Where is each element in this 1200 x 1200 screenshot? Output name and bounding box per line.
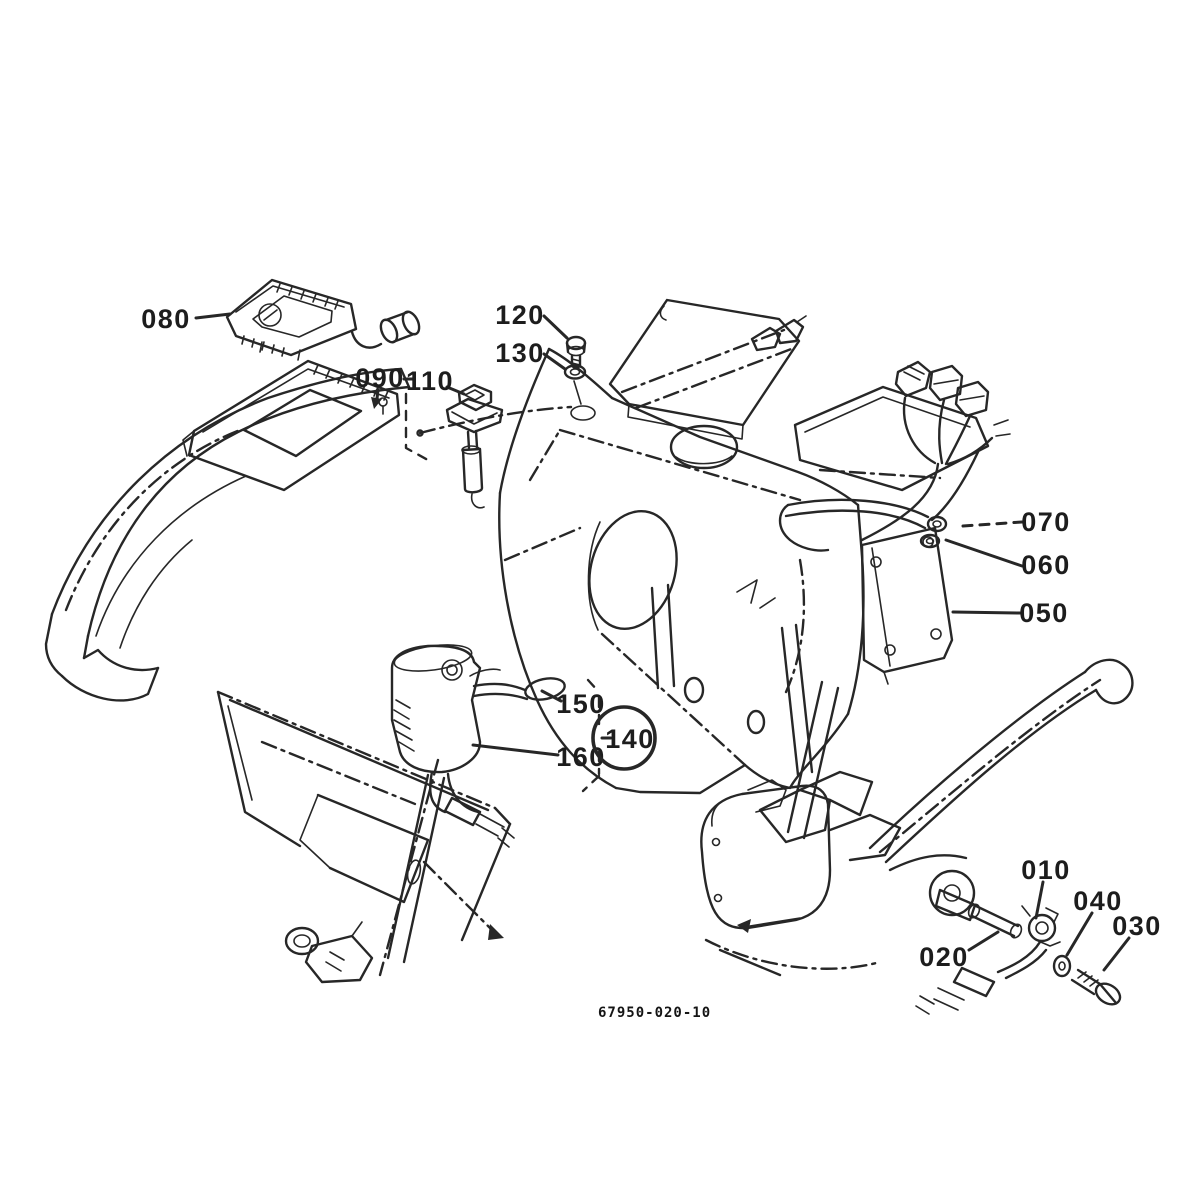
bolt-030-part (1070, 968, 1122, 1006)
meter-panel-080-part (225, 278, 421, 361)
drawing-number: 67950-020-10 (598, 1005, 711, 1021)
callout-080-label: 080 (141, 304, 191, 334)
lever-arm (868, 658, 1134, 864)
callout-110: 110 (402, 366, 466, 462)
washer-040-part (1052, 954, 1072, 978)
callout-160: 160 (471, 742, 606, 772)
callout-110-label: 110 (406, 366, 454, 396)
callout-120: 120 (495, 300, 569, 340)
nut-070-part (926, 515, 948, 533)
callout-130: 130 (495, 338, 567, 371)
callout-010: 010 (1021, 855, 1071, 920)
callout-160-label: 160 (556, 742, 606, 772)
callout-020: 020 (919, 930, 1000, 972)
callout-010-label: 010 (1021, 855, 1071, 885)
harness-connector-3 (954, 380, 990, 418)
switch-110-part (445, 383, 504, 509)
transmission-case (700, 680, 976, 977)
callout-150-label: 150 (556, 689, 606, 719)
callout-150: 150 (540, 689, 606, 719)
callout-140: 140 (581, 678, 657, 793)
top-cover-part (608, 298, 807, 440)
cover-connector (750, 315, 807, 352)
callout-060-label: 060 (1021, 550, 1071, 580)
steering-shaft (378, 758, 446, 977)
callout-120-label: 120 (495, 300, 545, 330)
callout-050-label: 050 (1019, 598, 1069, 628)
left-fender (44, 367, 411, 702)
callout-030: 030 (1102, 911, 1162, 972)
cable-connectors (915, 940, 1048, 1015)
callouts: 080 090 110 120 130 070 060 (141, 300, 1162, 1021)
support-rail (778, 498, 930, 552)
meter-cable-connector (379, 310, 421, 344)
callout-070-label: 070 (1021, 507, 1071, 537)
callout-130-label: 130 (495, 338, 545, 368)
shaft-bracket (284, 921, 374, 984)
washer-130-part (563, 364, 596, 421)
callout-020-label: 020 (919, 942, 969, 972)
callout-090-label: 090 (355, 363, 405, 393)
ignition-switch-assembly-150-160 (390, 644, 566, 848)
callout-030-label: 030 (1112, 911, 1162, 941)
joint-010-part (1021, 905, 1061, 947)
callout-070: 070 (961, 507, 1071, 537)
dash-frame-090-part (182, 359, 401, 492)
wire-harness (860, 360, 1011, 542)
callout-140-label: 140 (605, 724, 655, 754)
rod-020-part (934, 888, 1023, 939)
bracket-050-part (860, 526, 954, 685)
harness-connector-2 (928, 364, 964, 402)
harness-connector-1 (894, 360, 932, 398)
callout-060: 060 (944, 538, 1071, 580)
callout-050: 050 (951, 598, 1069, 628)
callout-090: 090 (355, 363, 405, 409)
callout-040-label: 040 (1073, 886, 1123, 916)
main-cowl (416, 347, 865, 795)
highlight-circle-140 (591, 705, 657, 771)
callout-040: 040 (1065, 886, 1123, 957)
callout-080: 080 (141, 304, 232, 334)
lower-dash-panel (216, 690, 512, 942)
